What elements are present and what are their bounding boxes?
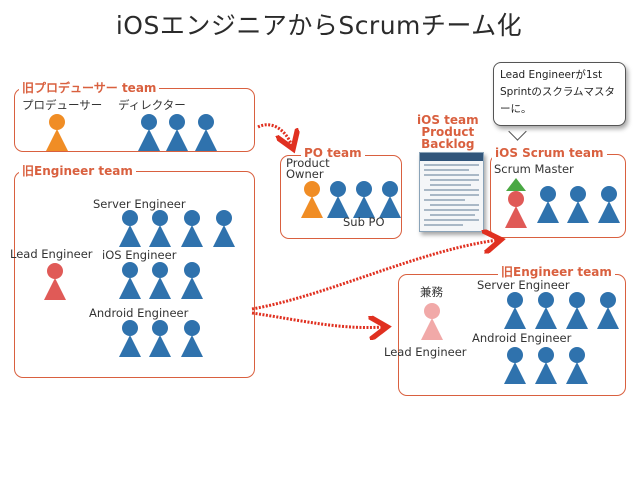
lead-engineer-shared-person-icon	[420, 303, 444, 341]
lead-engineer-right-label: Lead Engineer	[384, 345, 467, 359]
server-engineer-person-icon	[503, 292, 527, 330]
android-engineer-person-icon	[148, 320, 172, 358]
director-label: ディレクター	[118, 98, 186, 112]
callout-bubble: Lead Engineerが1st Sprintのスクラムマスターに。	[493, 62, 626, 126]
ios-engineer-person-icon	[180, 262, 204, 300]
director-person-icon	[137, 114, 161, 152]
arrow-lead-to-scrum	[251, 240, 498, 311]
scrum-master-person-icon	[504, 178, 528, 229]
page-title: iOSエンジニアからScrumチーム化	[115, 11, 523, 40]
server-engineer-person-icon	[148, 210, 172, 248]
android-engineer-person-icon	[180, 320, 204, 358]
scrum-member-person-icon	[597, 186, 621, 224]
android-engineer-right-label: Android Engineer	[472, 331, 572, 345]
server-engineer-right-label: Server Engineer	[477, 278, 570, 292]
director-person-icon	[165, 114, 189, 152]
product-owner-person-icon	[300, 181, 324, 219]
sub-po-person-icon	[378, 181, 402, 219]
producer-label: プロデューサー	[22, 98, 103, 112]
server-engineer-label: Server Engineer	[93, 197, 186, 211]
old-producer-team-label: 旧プロデューサー team	[19, 81, 160, 95]
scrum-member-person-icon	[566, 186, 590, 224]
kenmu-label: 兼務	[420, 285, 443, 299]
sub-po-person-icon	[352, 181, 376, 219]
product-owner-label: Product Owner	[286, 156, 330, 181]
server-engineer-person-icon	[212, 210, 236, 248]
arrow-producer-to-po	[257, 123, 292, 146]
server-engineer-person-icon	[596, 292, 620, 330]
old-engineer-team-label: 旧Engineer team	[19, 164, 136, 178]
server-engineer-person-icon	[565, 292, 589, 330]
server-engineer-person-icon	[534, 292, 558, 330]
product-backlog-document	[419, 152, 484, 232]
sub-po-label: Sub PO	[343, 215, 385, 229]
ios-engineer-label: iOS Engineer	[102, 248, 177, 262]
lead-engineer-label: Lead Engineer	[10, 247, 93, 261]
lead-engineer-person-icon	[43, 263, 67, 301]
arrow-lead-to-new-team	[251, 311, 384, 328]
scrum-master-label: Scrum Master	[494, 162, 574, 176]
android-engineer-person-icon	[503, 347, 527, 385]
director-person-icon	[194, 114, 218, 152]
ios-engineer-person-icon	[148, 262, 172, 300]
scrum-member-person-icon	[536, 186, 560, 224]
server-engineer-person-icon	[118, 210, 142, 248]
server-engineer-person-icon	[180, 210, 204, 248]
scrum-master-hat-icon	[506, 178, 526, 191]
producer-person-icon	[45, 114, 69, 152]
product-backlog-label: iOS team Product Backlog	[414, 114, 482, 150]
android-engineer-label: Android Engineer	[89, 306, 189, 320]
ios-engineer-person-icon	[118, 262, 142, 300]
po-team-label: PO team	[301, 146, 365, 160]
android-engineer-person-icon	[118, 320, 142, 358]
android-engineer-person-icon	[534, 347, 558, 385]
new-engineer-team-label: 旧Engineer team	[498, 265, 615, 279]
sub-po-person-icon	[326, 181, 350, 219]
android-engineer-person-icon	[565, 347, 589, 385]
ios-scrum-team-label: iOS Scrum team	[492, 146, 607, 160]
